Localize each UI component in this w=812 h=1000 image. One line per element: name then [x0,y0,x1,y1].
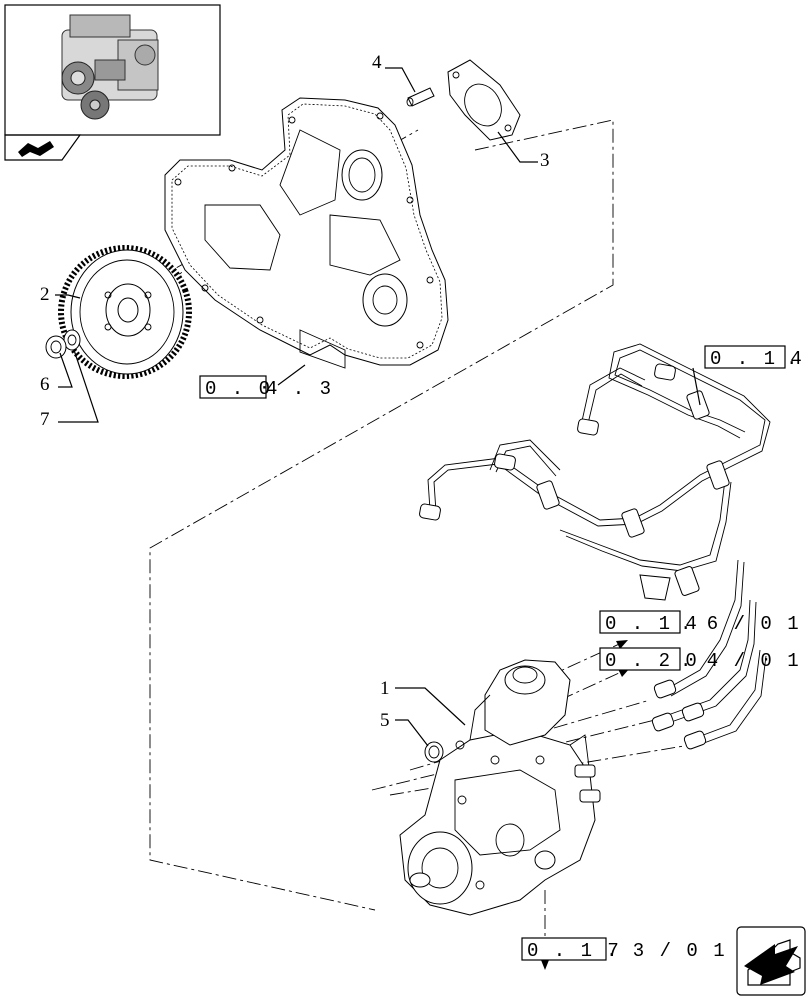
callout-3: 3 [540,150,550,171]
timing-cover [164,97,449,369]
reference-0-17-3-01[interactable]: 0 . 1 7 . 3 / 0 1 [521,937,727,962]
plug-part [424,741,444,763]
engine-thumbnail [4,4,221,136]
svg-text:0 . 2 0: 0 . 2 0 [605,650,699,672]
svg-text:4 . 3: 4 . 3 [266,378,333,400]
nut-part [45,335,67,359]
pipe-clamps [536,390,730,601]
next-page-arrow-icon[interactable] [736,926,806,996]
cam-gear [58,245,192,379]
svg-text:. 4 / 0 1: . 4 / 0 1 [680,650,801,672]
reference-0-04-3[interactable]: 0 . 0 4 . 3 [199,375,333,400]
injection-pump [399,659,601,916]
dowel-pin-part [406,87,435,107]
pipe-nozzle-fittings [419,363,707,750]
svg-text:. 9: . 9 [786,348,812,370]
svg-text:0 . 1 4: 0 . 1 4 [710,348,804,370]
gasket-part [447,59,521,141]
reference-0-20-4-01[interactable]: 0 . 2 0 . 4 / 0 1 [599,647,801,672]
injection-pipes [419,343,771,750]
svg-text:0 . 1 4: 0 . 1 4 [605,613,699,635]
svg-text:0 . 0: 0 . 0 [205,378,272,400]
engine-thumbnail-image [61,14,159,120]
svg-text:. 3 / 0 1: . 3 / 0 1 [606,940,727,962]
reference-0-14-6-01[interactable]: 0 . 1 4 . 6 / 0 1 [599,610,801,635]
svg-text:0 . 1 7: 0 . 1 7 [527,940,621,962]
leader-lines [55,67,701,747]
callout-6: 6 [40,374,50,395]
reference-0-14-9[interactable]: 0 . 1 4 . 9 [704,345,812,370]
callout-4: 4 [372,52,382,73]
callout-1: 1 [380,678,390,699]
callout-2: 2 [40,284,50,305]
book-icon[interactable] [4,134,82,161]
svg-text:. 6 / 0 1: . 6 / 0 1 [680,613,801,635]
callout-5: 5 [380,710,390,731]
callout-7: 7 [40,409,50,430]
